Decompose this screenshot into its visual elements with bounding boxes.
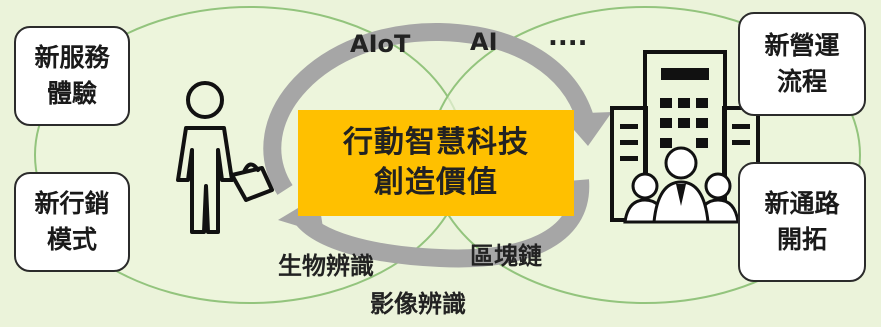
label-aiot: AIoT bbox=[350, 30, 411, 58]
label-ai: AI bbox=[470, 28, 498, 56]
new-channel-development-box: 新通路 開拓 bbox=[738, 162, 866, 282]
label-blockchain: 區塊鏈 bbox=[470, 242, 542, 270]
cycle-arrow-top bbox=[263, 22, 594, 195]
cycle-arrow-bottom bbox=[292, 179, 590, 268]
new-service-experience-box: 新服務 體驗 bbox=[14, 26, 130, 126]
person-with-shopping-bag-icon bbox=[176, 81, 274, 234]
label-more: .... bbox=[548, 22, 588, 52]
label-image-recognition: 影像辨識 bbox=[370, 290, 466, 318]
new-operation-process-box: 新營運 流程 bbox=[738, 12, 866, 116]
central-value-box: 行動智慧科技 創造價值 bbox=[298, 110, 574, 216]
new-marketing-model-box: 新行銷 模式 bbox=[14, 172, 130, 272]
label-biometrics: 生物辨識 bbox=[278, 252, 374, 280]
